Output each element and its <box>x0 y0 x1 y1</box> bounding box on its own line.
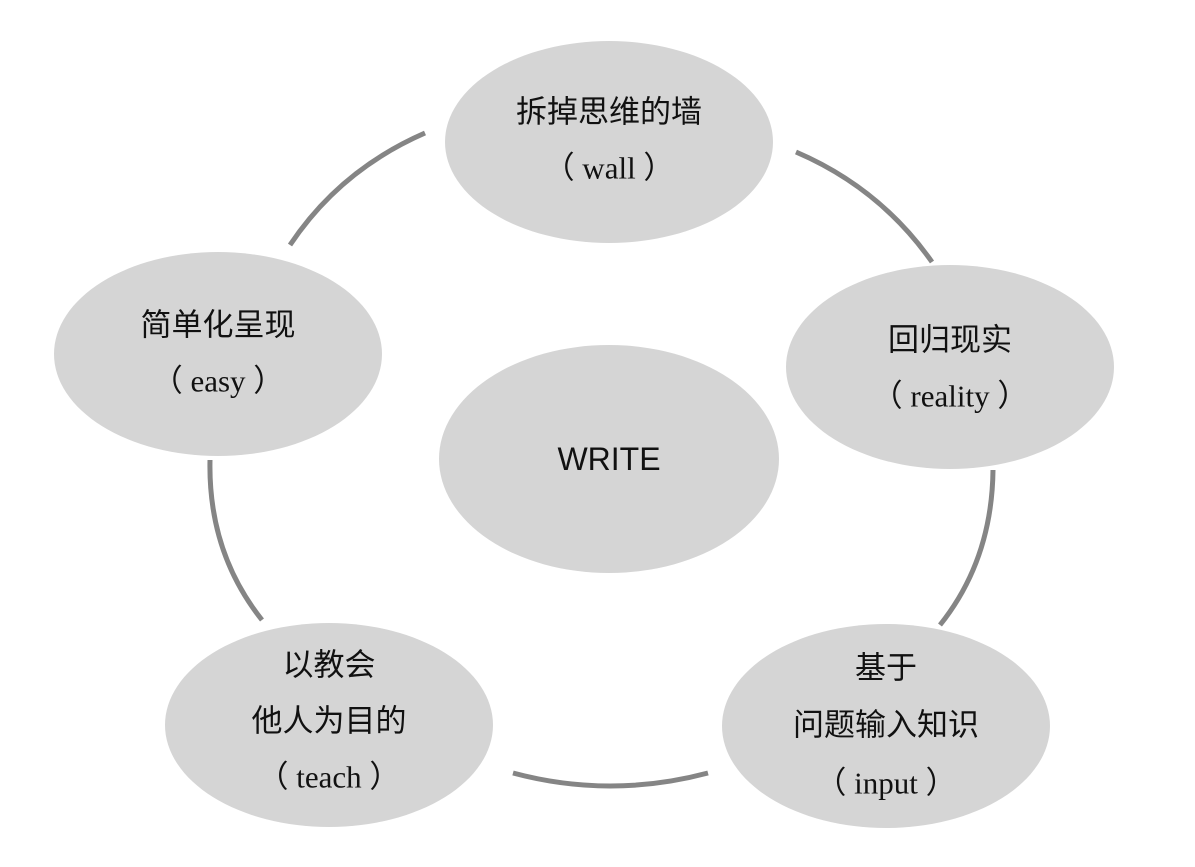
center-node-ellipse <box>439 345 779 573</box>
node-wall-line-1: 拆掉思维的墙 <box>516 95 702 130</box>
node-wall: 拆掉思维的墙 （ wall ） <box>445 41 773 243</box>
node-input-line-1: 基于 <box>855 651 917 686</box>
node-easy-line-2: （ easy ） <box>152 364 285 399</box>
node-input-line-2: 问题输入知识 <box>793 708 979 743</box>
node-input-ellipse <box>722 624 1050 828</box>
center-node-label: WRITE <box>557 441 660 477</box>
node-easy-ellipse <box>54 252 382 456</box>
node-input-line-3: （ input ） <box>815 766 956 801</box>
node-input: 基于 问题输入知识 （ input ） <box>722 624 1050 828</box>
center-node: WRITE <box>439 345 779 573</box>
node-easy: 简单化呈现 （ easy ） <box>54 252 382 456</box>
node-reality-line-1: 回归现实 <box>888 323 1012 358</box>
node-wall-line-2: （ wall ） <box>544 151 675 186</box>
node-teach-line-1: 以教会 <box>283 648 376 683</box>
node-reality: 回归现实 （ reality ） <box>786 265 1114 469</box>
connector-arc-wall-to-reality <box>795 149 935 264</box>
node-teach: 以教会 他人为目的 （ teach ） <box>165 623 493 827</box>
connector-arc-teach-to-easy <box>207 459 264 622</box>
node-reality-ellipse <box>786 265 1114 469</box>
connector-arc-input-to-teach <box>512 770 709 789</box>
node-easy-line-1: 简单化呈现 <box>141 308 296 343</box>
connector-arc-reality-to-input <box>938 469 996 627</box>
node-wall-ellipse <box>445 41 773 243</box>
node-teach-line-3: （ teach ） <box>258 760 401 795</box>
connector-arcs <box>207 130 996 789</box>
node-reality-line-2: （ reality ） <box>872 379 1029 414</box>
connector-arc-easy-to-wall <box>287 130 426 247</box>
node-teach-line-2: 他人为目的 <box>252 704 407 739</box>
node-teach-ellipse <box>165 623 493 827</box>
